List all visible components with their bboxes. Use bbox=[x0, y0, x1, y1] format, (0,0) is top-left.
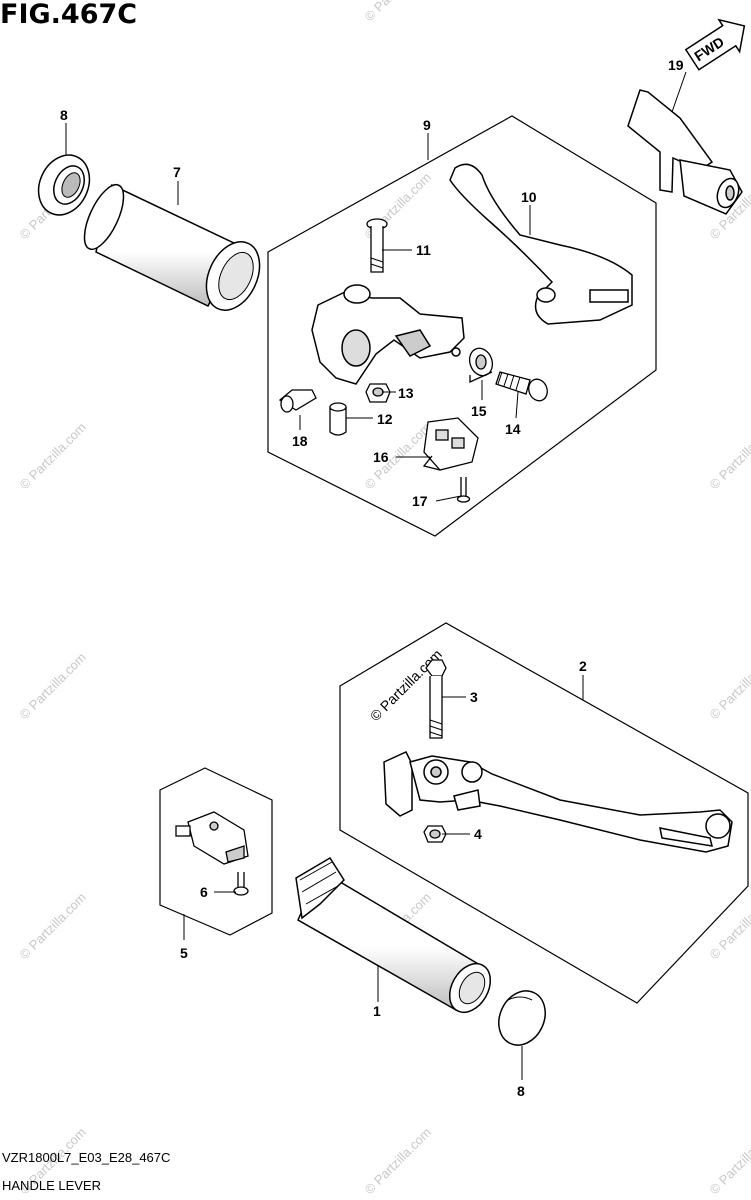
watermark-text: © Partzilla.com bbox=[17, 650, 90, 723]
group-frame-9 bbox=[267, 115, 657, 537]
watermark-text: © Partzilla.com bbox=[707, 1125, 751, 1198]
part-16-switch bbox=[422, 417, 479, 471]
part-1-throttle-grip bbox=[295, 856, 492, 1013]
callout-6: 6 bbox=[200, 884, 208, 900]
part-6-screw bbox=[233, 872, 249, 896]
figure-title: FIG.467C bbox=[0, 0, 138, 30]
part-11-pivot-bolt bbox=[366, 218, 388, 273]
part-8-end-cap bbox=[498, 990, 546, 1046]
callout-12: 12 bbox=[377, 411, 393, 427]
callout-3: 3 bbox=[470, 689, 478, 705]
group-frame-2 bbox=[339, 622, 749, 1004]
watermark-group: © Partzilla.com © Partzilla.com © Partzi… bbox=[17, 0, 751, 1197]
callout-1: 1 bbox=[373, 1003, 381, 1019]
callout-7: 7 bbox=[173, 164, 181, 180]
callout-4: 4 bbox=[474, 826, 482, 842]
part-8-bearing bbox=[37, 154, 91, 216]
callout-18: 18 bbox=[292, 433, 308, 449]
watermark-text: © Partzilla.com bbox=[707, 890, 751, 963]
part-2-brake-lever bbox=[383, 751, 733, 853]
group-frame-5 bbox=[159, 767, 273, 936]
callout-8-top: 8 bbox=[60, 107, 68, 123]
callout-17: 17 bbox=[412, 493, 428, 509]
part-17-screw bbox=[456, 477, 471, 503]
callout-labels: 8 7 9 10 19 11 13 12 15 14 18 16 17 2 3 … bbox=[60, 57, 684, 1099]
part-19-lever-cover bbox=[627, 89, 743, 215]
callout-19: 19 bbox=[668, 57, 684, 73]
part-18-bolt bbox=[278, 389, 317, 413]
callout-15: 15 bbox=[471, 403, 487, 419]
watermark-text: © Partzilla.com bbox=[17, 420, 90, 493]
part-10-clutch-lever bbox=[449, 163, 633, 325]
callout-14: 14 bbox=[505, 421, 521, 437]
watermark-text: © Partzilla.com bbox=[362, 0, 435, 24]
callout-5: 5 bbox=[180, 945, 188, 961]
watermark-text: © Partzilla.com bbox=[362, 1125, 435, 1198]
callout-13: 13 bbox=[398, 385, 414, 401]
part-7-grip bbox=[83, 183, 261, 311]
callout-9: 9 bbox=[423, 117, 431, 133]
part-5-switch bbox=[175, 811, 249, 865]
figure-code: VZR1800L7_E03_E28_467C bbox=[2, 1150, 171, 1165]
leader-lines bbox=[65, 71, 687, 1080]
part-9-lever-holder bbox=[311, 284, 465, 385]
callout-10: 10 bbox=[521, 189, 537, 205]
callout-11: 11 bbox=[416, 242, 431, 258]
fwd-arrow: FWD bbox=[684, 18, 746, 71]
watermark-text: © Partzilla.com bbox=[707, 420, 751, 493]
callout-8-bottom: 8 bbox=[517, 1083, 525, 1099]
figure-name: HANDLE LEVER bbox=[2, 1178, 101, 1193]
watermark-text: © Partzilla.com bbox=[17, 890, 90, 963]
watermark-text: © Partzilla.com bbox=[707, 650, 751, 723]
part-12-collar bbox=[329, 402, 347, 436]
part-14-adjuster-bolt bbox=[495, 371, 548, 402]
part-3-bolt bbox=[425, 659, 447, 739]
callout-2: 2 bbox=[579, 658, 587, 674]
part-15-adjuster bbox=[468, 347, 494, 384]
callout-16: 16 bbox=[373, 449, 389, 465]
part-13-nut bbox=[365, 383, 391, 403]
